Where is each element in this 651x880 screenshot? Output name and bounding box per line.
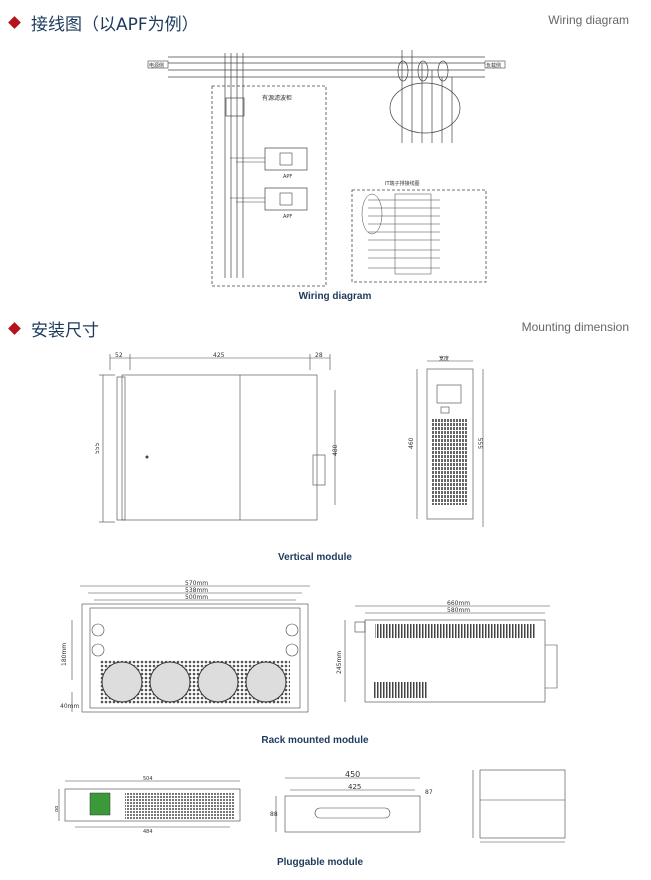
grid-side-label: 电源侧 [149, 62, 164, 69]
pluggable-top-h: 88 [270, 811, 278, 818]
vertical-module-side-view: 52 425 28 555 480 [95, 352, 339, 523]
load-side-label: 负载侧 [486, 62, 501, 69]
rack-side-w2: 580mm [447, 607, 470, 614]
red-diamond-icon [8, 322, 21, 335]
rack-module-front-view: 570mm 538mm 500mm 180mm 40mm [60, 580, 310, 713]
front-dim-left: 460 [408, 437, 415, 449]
rack-side-h: 245mm [336, 651, 343, 674]
pluggable-front-h: 88 [55, 806, 60, 812]
front-dim-right: 555 [478, 437, 485, 449]
dim-right: 480 [332, 444, 339, 456]
red-diamond-icon [8, 16, 21, 29]
apf2-label: APF [283, 214, 292, 220]
rack-dim-w1: 570mm [185, 580, 208, 587]
rack-dim-w3: 500mm [185, 594, 208, 601]
pluggable-top-d: 87 [425, 789, 433, 796]
rack-side-w1: 660mm [447, 600, 470, 607]
wiring-title-en: Wiring diagram [548, 13, 629, 27]
front-dim-top: 宽度 [439, 355, 449, 362]
vertical-module-front-view: 宽度 460 555 [408, 355, 485, 527]
dim-left: 555 [95, 442, 101, 454]
wiring-section-title: 接线图（以APF为例） [8, 10, 199, 35]
terminal-label: IT端子排接线图 [385, 180, 420, 187]
mounting-title-en: Mounting dimension [521, 320, 629, 334]
cabinet-label: 有源滤波柜 [262, 94, 292, 102]
mounting-title-cn: 安装尺寸 [31, 321, 99, 341]
dim-top-mid: 425 [213, 352, 225, 359]
rack-module-side-view: 660mm 580mm 245mm [336, 600, 558, 703]
wiring-title-cn: 接线图（以APF为例） [31, 15, 199, 35]
apf1-label: APF [283, 174, 292, 180]
mounting-section-title: 安装尺寸 [8, 316, 99, 341]
pluggable-top-w2: 425 [348, 783, 361, 791]
pluggable-front-w2: 484 [143, 829, 153, 835]
vertical-caption: Vertical module [278, 552, 352, 563]
rack-dim-h1: 180mm [61, 643, 68, 666]
dim-top-left: 52 [115, 352, 123, 359]
wiring-diagram: 电源侧 负载侧 有源滤波柜 APF APF IT端子排接线图 [147, 50, 506, 287]
pluggable-top-w1: 450 [345, 770, 360, 779]
pluggable-caption: Pluggable module [276, 857, 364, 868]
rack-dim-h2: 40mm [60, 703, 79, 710]
rack-caption: Rack mounted module [261, 735, 369, 746]
rack-dim-w2: 538mm [185, 587, 208, 594]
dim-top-right: 28 [315, 352, 323, 359]
wiring-caption: Wiring diagram [298, 291, 372, 302]
pluggable-front-w: 504 [143, 776, 153, 782]
pluggable-module-top-view: 450 425 88 87 [270, 770, 433, 833]
pluggable-module-rear-view [472, 769, 566, 843]
pluggable-module-front-view: 504 484 88 [55, 776, 241, 835]
